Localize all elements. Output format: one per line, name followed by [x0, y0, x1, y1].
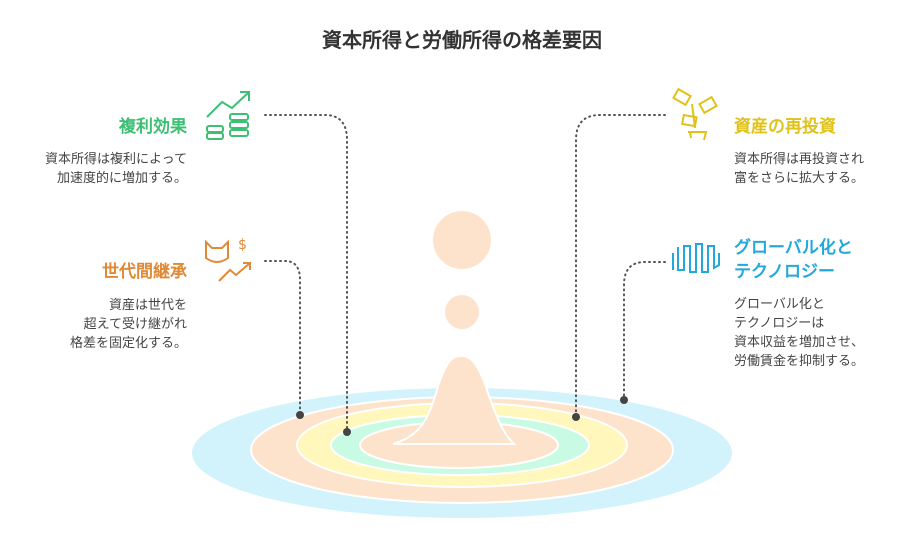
heading-globalization: グローバル化と テクノロジー	[734, 236, 853, 284]
connector-global	[623, 261, 666, 401]
heading-compound-effect: 複利効果	[119, 117, 187, 137]
desc-line: 加速度的に増加する。	[56, 171, 187, 186]
desc-line: 労働賃金を抑制する。	[734, 354, 865, 369]
desc-line: グローバル化と	[734, 297, 825, 312]
splash-peak	[392, 354, 517, 445]
desc-compound-effect: 資本所得は複利によって 加速度的に増加する。	[45, 150, 187, 188]
desc-line: 資本所得は再投資され	[734, 152, 865, 167]
svg-text:$: $	[238, 237, 247, 253]
heading-inheritance: 世代間継承	[102, 262, 187, 282]
desc-line: 資本収益を増加させ、	[734, 335, 865, 350]
chart-coins-icon	[206, 91, 250, 140]
connector-inheritance	[264, 260, 301, 416]
heading-reinvestment: 資産の再投資	[734, 117, 836, 137]
desc-inheritance: 資産は世代を 超えて受け継がれ 格差を固定化する。	[70, 296, 187, 353]
desc-reinvestment: 資本所得は再投資され 富をさらに拡大する。	[734, 150, 864, 188]
desc-line: テクノロジーは	[734, 316, 825, 331]
drop-small	[445, 295, 479, 329]
desc-line: 超えて受け継がれ	[83, 317, 187, 332]
desc-line: 資本所得は複利によって	[45, 152, 187, 167]
cat-money-growth-icon: $	[205, 237, 251, 282]
drop-large	[433, 211, 491, 269]
connector-dot	[343, 428, 351, 436]
wave-signal-icon	[672, 243, 720, 273]
page-title: 資本所得と労働所得の格差要因	[322, 28, 602, 52]
connector-dot	[620, 396, 628, 404]
connector-reinvest	[575, 114, 666, 418]
desc-line: 富をさらに拡大する。	[734, 171, 865, 186]
heading-line: テクノロジー	[734, 262, 835, 282]
connector-dot	[572, 413, 580, 421]
money-plant-icon	[672, 87, 718, 141]
desc-line: 格差を固定化する。	[69, 336, 187, 351]
desc-globalization: グローバル化と テクノロジーは 資本収益を増加させ、 労働賃金を抑制する。	[734, 295, 864, 371]
heading-line: グローバル化と	[734, 238, 853, 258]
connector-dot	[296, 411, 304, 419]
desc-line: 資産は世代を	[108, 298, 187, 313]
connector-compound	[264, 114, 348, 433]
